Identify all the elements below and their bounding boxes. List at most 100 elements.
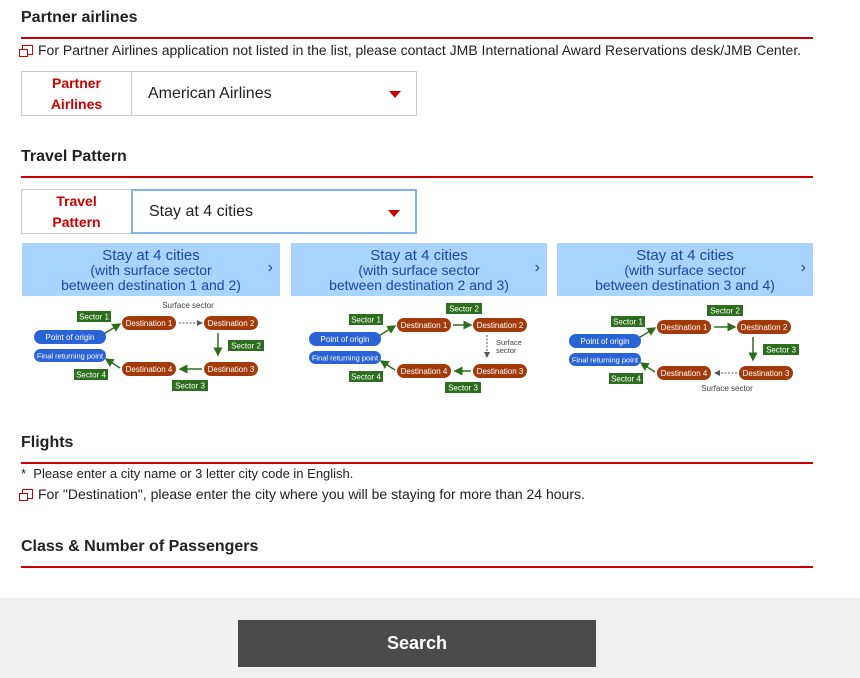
tab-line3: between destination 2 and 3) — [329, 277, 509, 293]
sector-1-label: Sector 1 — [351, 316, 381, 325]
origin-pill — [569, 334, 641, 348]
chevron-right-icon: › — [800, 259, 806, 276]
travel-pattern-label: Travel Pattern — [22, 190, 132, 233]
final-returning-label: Final returning point — [37, 352, 104, 361]
destination-pill — [737, 320, 791, 334]
surface-sector-label: Surface sector — [162, 301, 214, 310]
tab-line2: (with surface sector — [624, 262, 746, 278]
external-link-icon — [19, 489, 33, 501]
flight-arrow — [376, 325, 397, 338]
destination-4-label: Destination 4 — [401, 367, 448, 376]
sector-badge — [349, 371, 383, 382]
partner-airlines-label: Partner Airlines — [22, 72, 132, 115]
destination-pill — [739, 366, 793, 380]
route-diagram-2[interactable]: Sector 2 Sector 1 Destination 1 Destinat… — [291, 300, 547, 396]
sector-1-label: Sector 1 — [79, 313, 109, 322]
destination-pill — [473, 364, 527, 378]
search-button[interactable]: Search — [238, 620, 596, 667]
sector-badge — [74, 369, 108, 380]
destination-2-label: Destination 2 — [477, 321, 524, 330]
sector-3-label: Sector 3 — [448, 384, 478, 393]
external-link-icon — [19, 45, 33, 57]
partner-airlines-note-text[interactable]: For Partner Airlines application not lis… — [38, 42, 802, 58]
destination-pill — [122, 316, 176, 330]
pattern-option-dest1-2[interactable]: Stay at 4 cities (with surface sector be… — [22, 243, 280, 296]
route-diagram-3[interactable]: Sector 2 Sector 1 Destination 1 Destinat… — [557, 300, 813, 396]
chevron-down-icon — [389, 91, 401, 98]
destination-pill — [473, 318, 527, 332]
flight-arrow — [101, 323, 122, 336]
flights-heading: Flights — [21, 434, 74, 451]
destination-pill — [122, 362, 176, 376]
destination-pill — [397, 364, 451, 378]
destination-1-label: Destination 1 — [661, 323, 708, 332]
destination-2-label: Destination 2 — [741, 323, 788, 332]
section-divider — [21, 176, 813, 178]
partner-airlines-field: Partner Airlines American Airlines — [21, 71, 417, 116]
chevron-down-icon — [388, 210, 400, 217]
travel-pattern-heading: Travel Pattern — [21, 148, 127, 165]
route-diagram-1[interactable]: Surface sector Sector 1 Destination 1 De… — [22, 300, 280, 396]
tab-line2: (with surface sector — [358, 262, 480, 278]
tab-line1: Stay at 4 cities — [370, 247, 468, 264]
sector-2-label: Sector 2 — [449, 305, 479, 314]
travel-pattern-field: Travel Pattern Stay at 4 cities — [21, 189, 417, 234]
sector-badge — [77, 311, 111, 322]
partner-airlines-note: For Partner Airlines application not lis… — [19, 42, 802, 58]
partner-airlines-label-line1: Partner — [51, 74, 102, 91]
sector-3-label: Sector 3 — [175, 382, 205, 391]
partner-airlines-selected-value: American Airlines — [148, 84, 272, 102]
sector-4-label: Sector 4 — [611, 375, 641, 384]
chevron-right-icon: › — [534, 259, 540, 276]
final-returning-label: Final returning point — [572, 356, 639, 365]
sector-3-label: Sector 3 — [766, 346, 796, 355]
flights-bullet-note: * Please enter a city name or 3 letter c… — [21, 466, 353, 481]
destination-pill — [397, 318, 451, 332]
flights-bullet-text: Please enter a city name or 3 letter cit… — [33, 466, 354, 481]
partner-airlines-label-line2: Airlines — [50, 95, 103, 112]
sector-badge — [349, 314, 383, 325]
destination-3-label: Destination 3 — [477, 367, 524, 376]
destination-4-label: Destination 4 — [661, 369, 708, 378]
sector-2-label: Sector 2 — [231, 342, 261, 351]
tab-line1: Stay at 4 cities — [636, 247, 734, 264]
sector-2-label: Sector 2 — [710, 307, 740, 316]
section-divider — [21, 37, 813, 39]
chevron-right-icon: › — [267, 259, 273, 276]
origin-pill — [34, 330, 106, 344]
destination-pill — [204, 362, 258, 376]
sector-badge — [446, 303, 482, 314]
surface-label: Surface — [496, 338, 522, 347]
flight-arrow — [379, 360, 396, 371]
destination-note: For "Destination", please enter the city… — [19, 486, 585, 502]
destination-1-label: Destination 1 — [401, 321, 448, 330]
pattern-option-dest2-3[interactable]: Stay at 4 cities (with surface sector be… — [291, 243, 547, 296]
final-returning-label: Final returning point — [312, 354, 379, 363]
sector-badge — [172, 380, 208, 391]
flight-arrow — [636, 327, 657, 340]
class-passengers-heading: Class & Number of Passengers — [21, 538, 259, 555]
partner-airlines-select[interactable]: American Airlines — [132, 72, 416, 115]
travel-pattern-label-line1: Travel — [56, 192, 97, 209]
destination-4-label: Destination 4 — [126, 365, 173, 374]
asterisk-icon: * — [21, 466, 34, 481]
destination-note-text[interactable]: For "Destination", please enter the city… — [38, 486, 585, 502]
sector-badge — [611, 316, 645, 327]
sector-4-label: Sector 4 — [351, 373, 381, 382]
section-divider — [21, 462, 813, 464]
destination-2-label: Destination 2 — [208, 319, 255, 328]
partner-airlines-heading: Partner airlines — [21, 9, 138, 26]
point-of-origin-label: Point of origin — [321, 335, 370, 344]
sector-badge — [707, 305, 743, 316]
sector-1-label: Sector 1 — [613, 318, 643, 327]
origin-pill — [309, 332, 381, 346]
tab-line3: between destination 1 and 2) — [61, 277, 241, 293]
travel-pattern-select[interactable]: Stay at 4 cities — [131, 189, 417, 234]
sector-badge — [445, 382, 481, 393]
destination-3-label: Destination 3 — [208, 365, 255, 374]
flight-arrow — [104, 358, 121, 369]
destination-1-label: Destination 1 — [126, 319, 173, 328]
pattern-option-dest3-4[interactable]: Stay at 4 cities (with surface sector be… — [557, 243, 813, 296]
final-returning-pill — [569, 353, 641, 366]
